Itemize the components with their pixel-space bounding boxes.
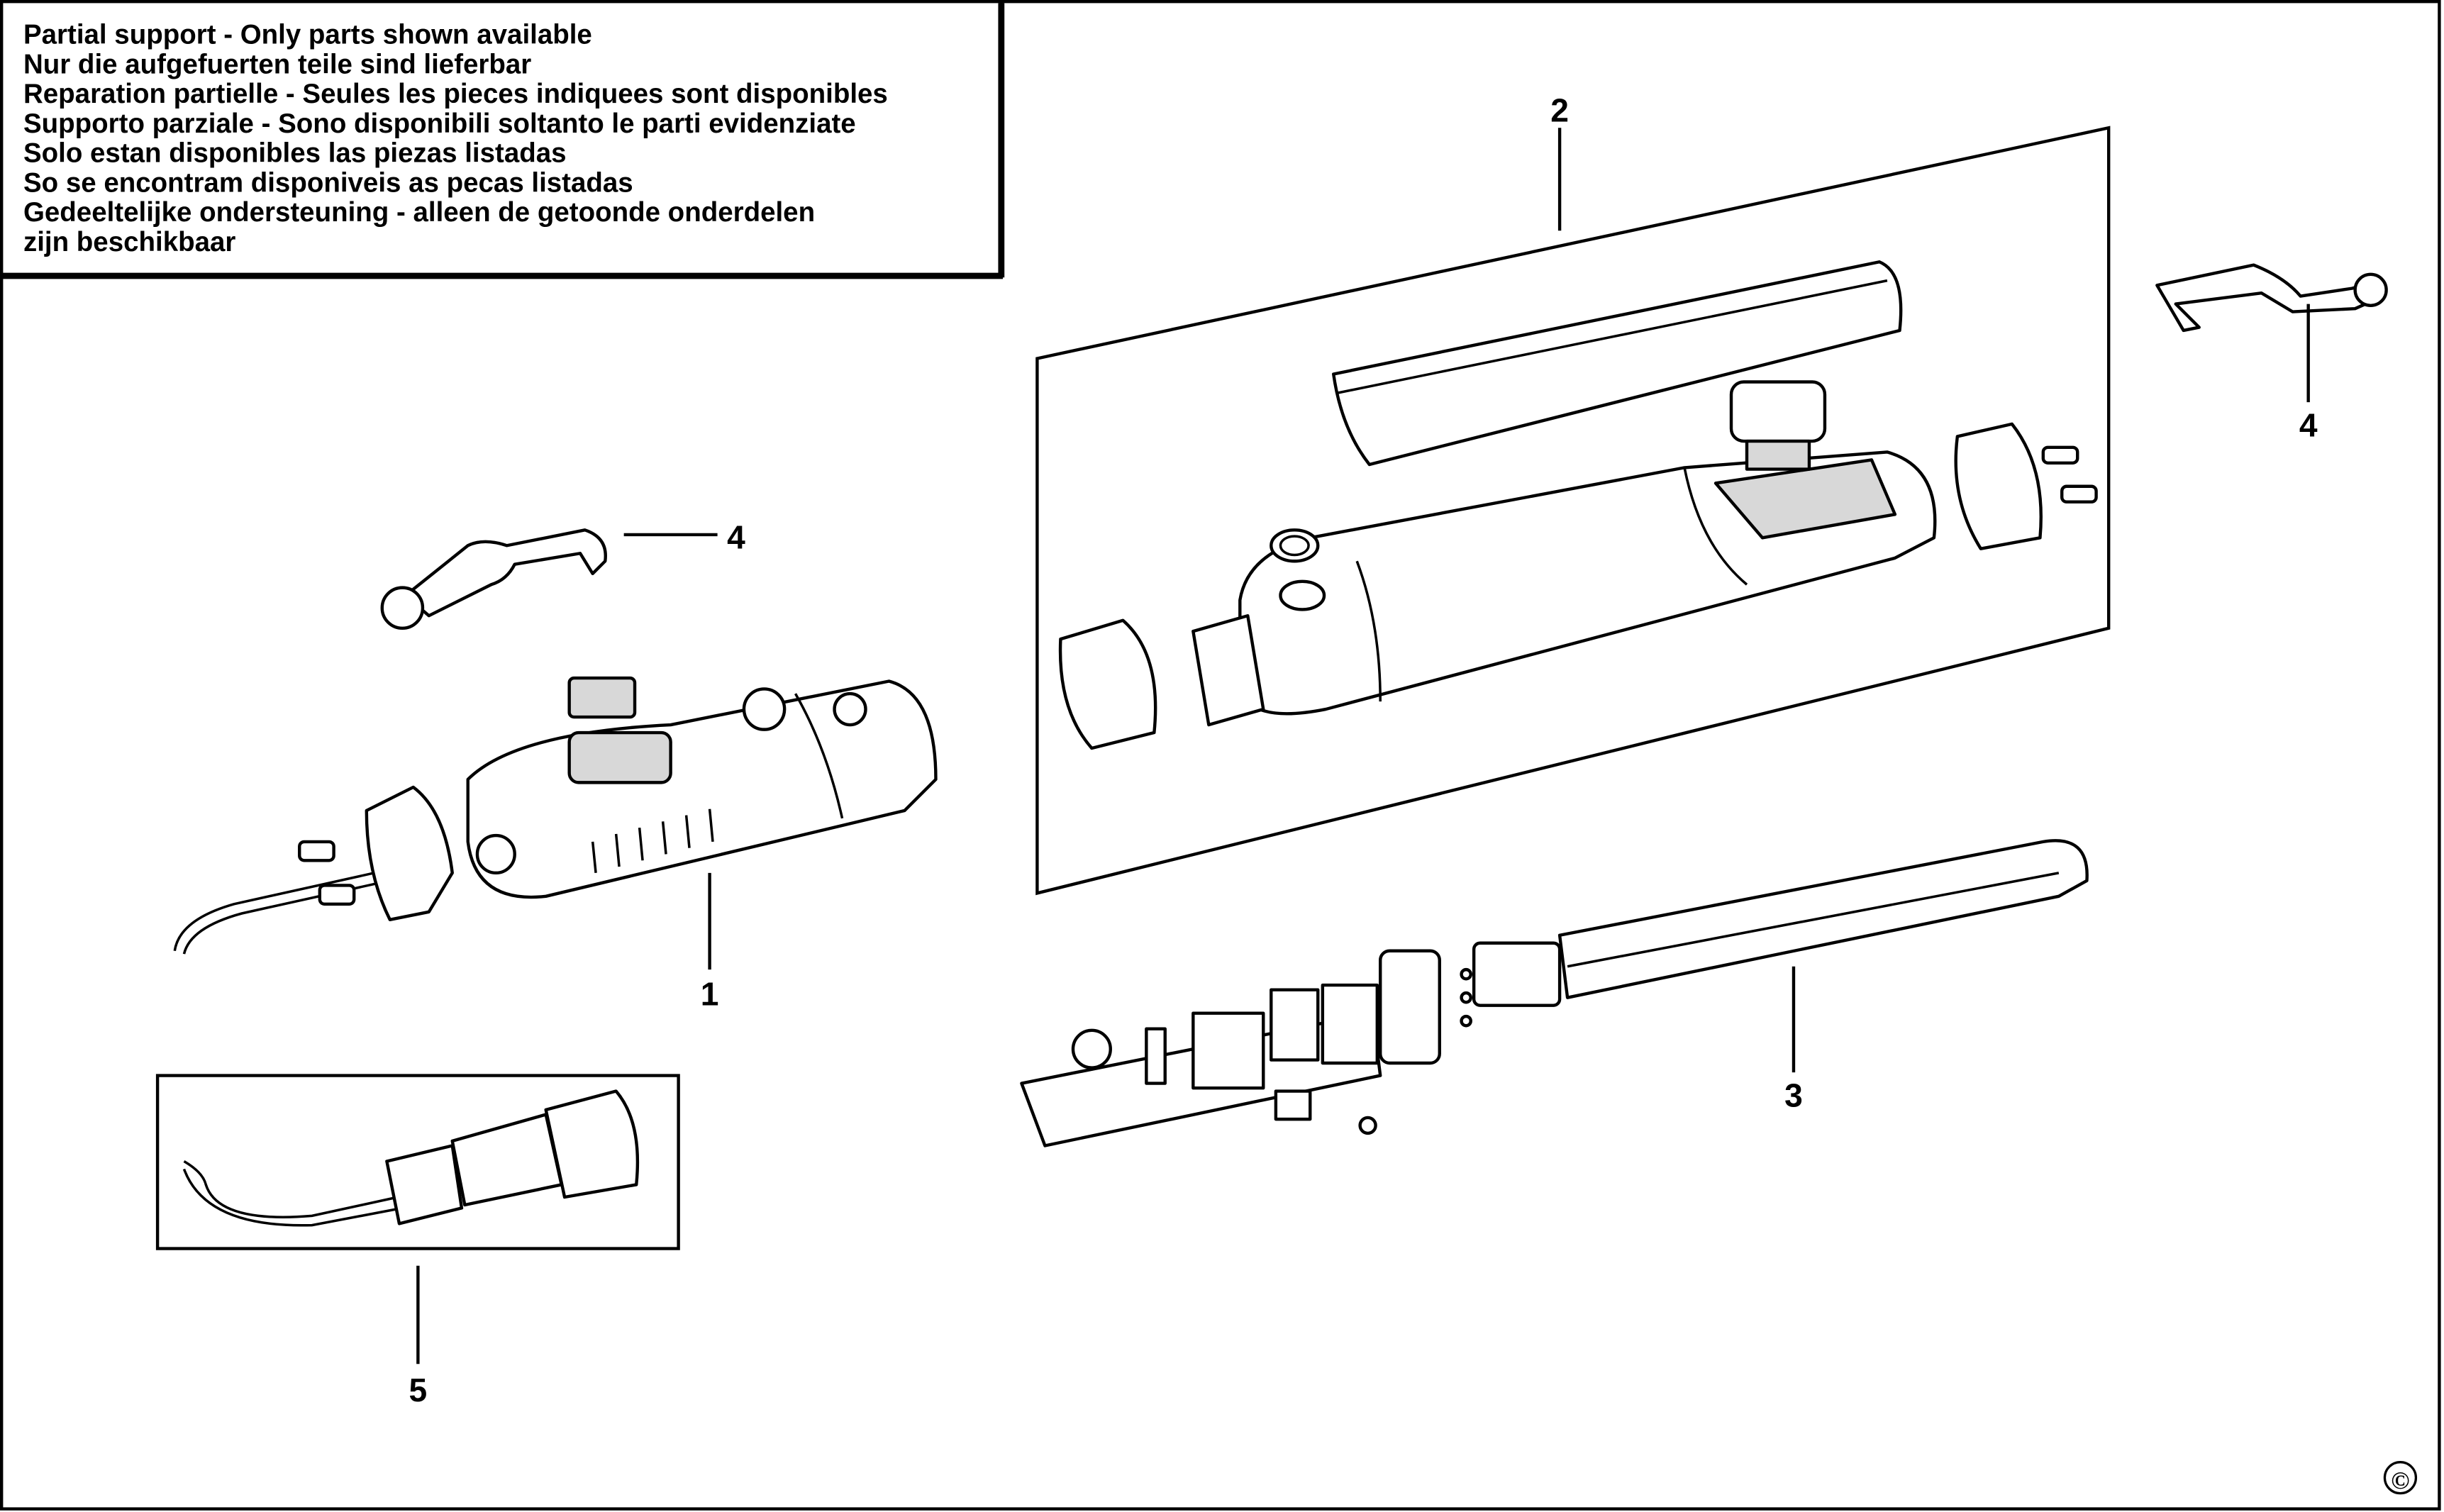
notice-line: Reparation partielle - Seules les pieces… <box>23 79 888 109</box>
callout-5[interactable]: 5 <box>409 1372 428 1408</box>
callout-2[interactable]: 2 <box>1550 91 1569 128</box>
callout-4-right[interactable]: 4 <box>2299 406 2318 443</box>
notice-line: Gedeeltelijke ondersteuning - alleen de … <box>23 197 815 228</box>
copyright-ring <box>2383 1461 2418 1495</box>
notice-line: zijn beschikbaar <box>23 227 235 257</box>
part-5-cable-connector[interactable] <box>155 1074 680 1250</box>
part-3-electronics-and-lamp[interactable] <box>1020 839 2089 1147</box>
callout-4-left[interactable]: 4 <box>727 519 745 556</box>
notice-line: Solo estan disponibles las piezas listad… <box>23 138 567 169</box>
part-4-hook-left[interactable] <box>380 528 607 630</box>
part-4-hook-right[interactable] <box>2155 263 2388 333</box>
part-2-housing-assembly[interactable] <box>1035 126 2111 896</box>
notice-line: Supporto parziale - Sono disponibili sol… <box>23 109 856 139</box>
callout-1[interactable]: 1 <box>701 976 719 1013</box>
copyright-mark: © <box>2391 1467 2409 1494</box>
callout-3[interactable]: 3 <box>1784 1077 1803 1114</box>
notice-line: Partial support - Only parts shown avail… <box>23 20 592 50</box>
notice-line: So se encontram disponiveis as pecas lis… <box>23 167 633 198</box>
partial-support-notice: Partial support - Only parts shown avail… <box>0 0 1005 279</box>
notice-line: Nur die aufgefuerten teile sind lieferba… <box>23 49 531 79</box>
part-1-handle-assembly[interactable] <box>173 676 938 955</box>
